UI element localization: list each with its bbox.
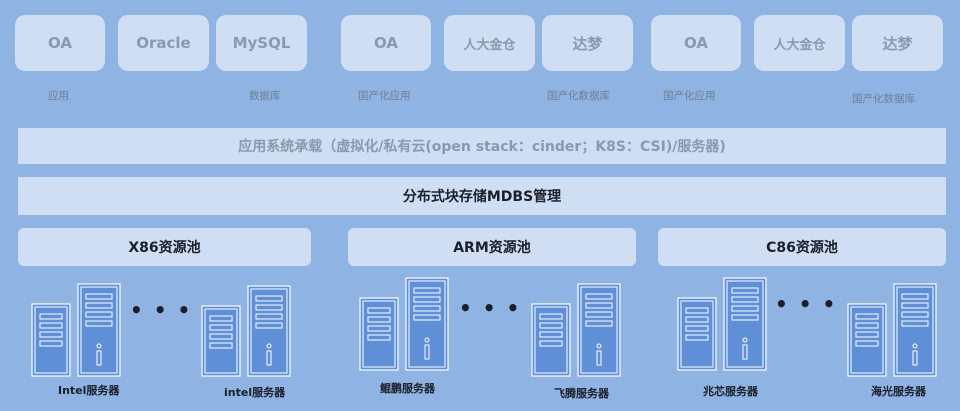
storage-layer: 分布式块存储MDBS管理	[18, 177, 946, 215]
server-tower-small	[201, 305, 241, 377]
server-tower-small	[531, 303, 571, 377]
app-hosting-layer: 应用系统承载（虚拟化/私有云(open stack：cinder；K8S：CSI…	[18, 128, 946, 164]
server-tower-large	[893, 283, 937, 377]
server-tower-small	[359, 297, 399, 371]
caption-application: 应用	[48, 90, 69, 102]
server-tower-small	[847, 303, 887, 377]
app-box-kingbase-2: 人大金仓	[754, 15, 845, 71]
label-zhaoxin-server: 兆芯服务器	[703, 385, 758, 398]
pool-c86: C86资源池	[658, 228, 946, 266]
app-box-dameng: 达梦	[542, 15, 633, 71]
app-box-oa-2: OA	[341, 15, 431, 71]
app-box-mysql: MySQL	[216, 15, 307, 71]
app-box-dameng-2: 达梦	[852, 15, 943, 71]
caption-domestic-database: 国产化数据库	[547, 90, 610, 102]
server-tower-small	[677, 297, 717, 371]
label-hygon-server: 海光服务器	[871, 385, 926, 398]
server-group-kunpeng	[359, 277, 449, 371]
label-phytium-server: 飞腾服务器	[554, 387, 609, 400]
app-box-oa-3: OA	[651, 15, 741, 71]
server-group-hygon	[847, 283, 937, 377]
ellipsis-x86: • • •	[130, 298, 193, 322]
server-tower-large	[77, 283, 121, 377]
ellipsis-arm: • • •	[459, 296, 522, 320]
app-box-kingbase: 人大金仓	[444, 15, 535, 71]
server-tower-large	[405, 277, 449, 371]
caption-domestic-application-2: 国产化应用	[663, 90, 716, 102]
app-box-oa: OA	[15, 15, 105, 71]
ellipsis-c86: • • •	[775, 292, 838, 316]
pool-x86: X86资源池	[18, 228, 311, 266]
server-group-intel	[31, 283, 121, 377]
server-tower-small	[31, 303, 71, 377]
caption-domestic-application: 国产化应用	[358, 90, 411, 102]
app-box-oracle: Oracle	[118, 15, 209, 71]
label-intel-server: Intel服务器	[58, 384, 120, 397]
server-tower-large	[247, 285, 291, 377]
server-group-phytium	[531, 283, 621, 377]
label-intel-server-2: intel服务器	[224, 386, 286, 399]
caption-database: 数据库	[249, 90, 281, 102]
server-tower-large	[723, 277, 767, 371]
server-group-intel-2	[201, 285, 291, 377]
server-group-zhaoxin	[677, 277, 767, 371]
server-tower-large	[577, 283, 621, 377]
caption-domestic-database-2: 国产化数据库	[852, 93, 915, 105]
pool-arm: ARM资源池	[348, 228, 636, 266]
label-kunpeng-server: 鲲鹏服务器	[380, 382, 435, 395]
